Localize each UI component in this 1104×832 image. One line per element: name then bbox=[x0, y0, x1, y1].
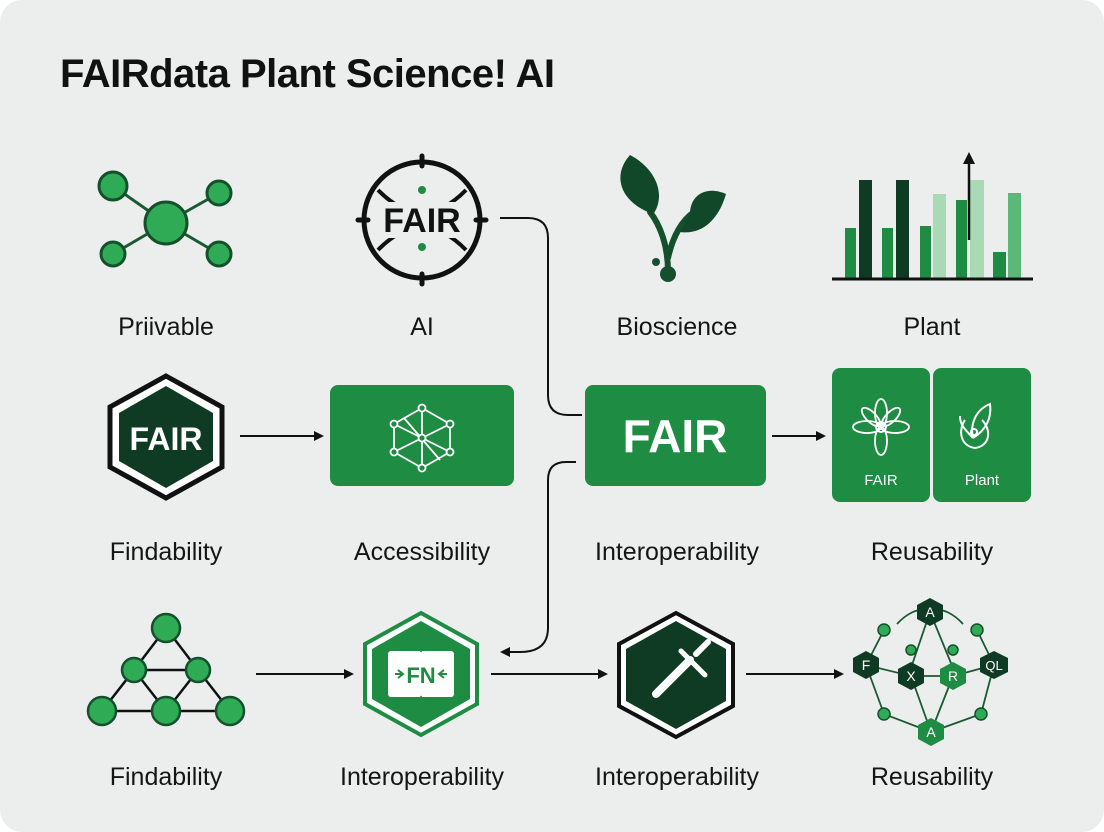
fair-globe-text: FAIR bbox=[383, 202, 460, 240]
accessibility-network-box bbox=[330, 385, 514, 486]
network-icon bbox=[97, 170, 233, 268]
flower-icon bbox=[852, 398, 910, 456]
label-findability-row3: Findability bbox=[109, 763, 223, 791]
sprout-icon bbox=[620, 155, 726, 282]
fair-globe-icon: FAIR bbox=[355, 153, 489, 287]
triangle-network-icon bbox=[86, 612, 246, 727]
fair-hex-badge: FAIR bbox=[107, 373, 225, 501]
dropper-hex-badge bbox=[617, 610, 735, 740]
panel-plant-text: Plant bbox=[965, 472, 1000, 489]
graph-node-ql: QL bbox=[985, 658, 1002, 673]
graph-node-f: F bbox=[862, 657, 871, 673]
letter-graph-icon: A F X R QL A bbox=[853, 598, 1008, 746]
label-interoperability-row3a: Interoperability bbox=[340, 763, 504, 791]
connectors bbox=[240, 217, 844, 679]
label-reusability-row2: Reusability bbox=[870, 538, 994, 566]
fn-hex-text: FN bbox=[406, 663, 435, 688]
label-priivable: Priivable bbox=[118, 313, 214, 341]
fair-hex-text: FAIR bbox=[130, 421, 203, 457]
fair-plant-panels: FAIR Plant bbox=[832, 368, 1031, 502]
dropper-icon bbox=[652, 639, 711, 698]
graph-node-r: R bbox=[948, 668, 958, 684]
label-reusability-row3: Reusability bbox=[870, 763, 994, 791]
plant-drop-icon bbox=[959, 402, 992, 450]
connector-ai-to-fair-box bbox=[500, 217, 582, 416]
graph-node-a-bottom: A bbox=[926, 724, 936, 740]
label-interoperability-row3b: Interoperability bbox=[595, 763, 759, 791]
label-bioscience: Bioscience bbox=[616, 313, 738, 341]
panel-fair-text: FAIR bbox=[864, 472, 898, 489]
label-findability-row2: Findability bbox=[109, 538, 223, 566]
label-ai: AI bbox=[410, 313, 434, 341]
label-accessibility: Accessibility bbox=[353, 538, 491, 566]
label-interoperability-row2: Interoperability bbox=[595, 538, 759, 566]
graph-node-x: X bbox=[906, 668, 916, 684]
page-title: FAIRdata Plant Science! AI bbox=[60, 52, 555, 96]
fair-box-text: FAIR bbox=[623, 410, 728, 462]
fair-box: FAIR bbox=[585, 385, 766, 486]
label-plant: Plant bbox=[903, 313, 961, 341]
bar-chart-icon bbox=[832, 152, 1033, 281]
fn-hex-badge: FN bbox=[363, 610, 479, 738]
connector-fair-box-to-fn bbox=[500, 461, 576, 657]
graph-node-a-top: A bbox=[925, 604, 935, 620]
